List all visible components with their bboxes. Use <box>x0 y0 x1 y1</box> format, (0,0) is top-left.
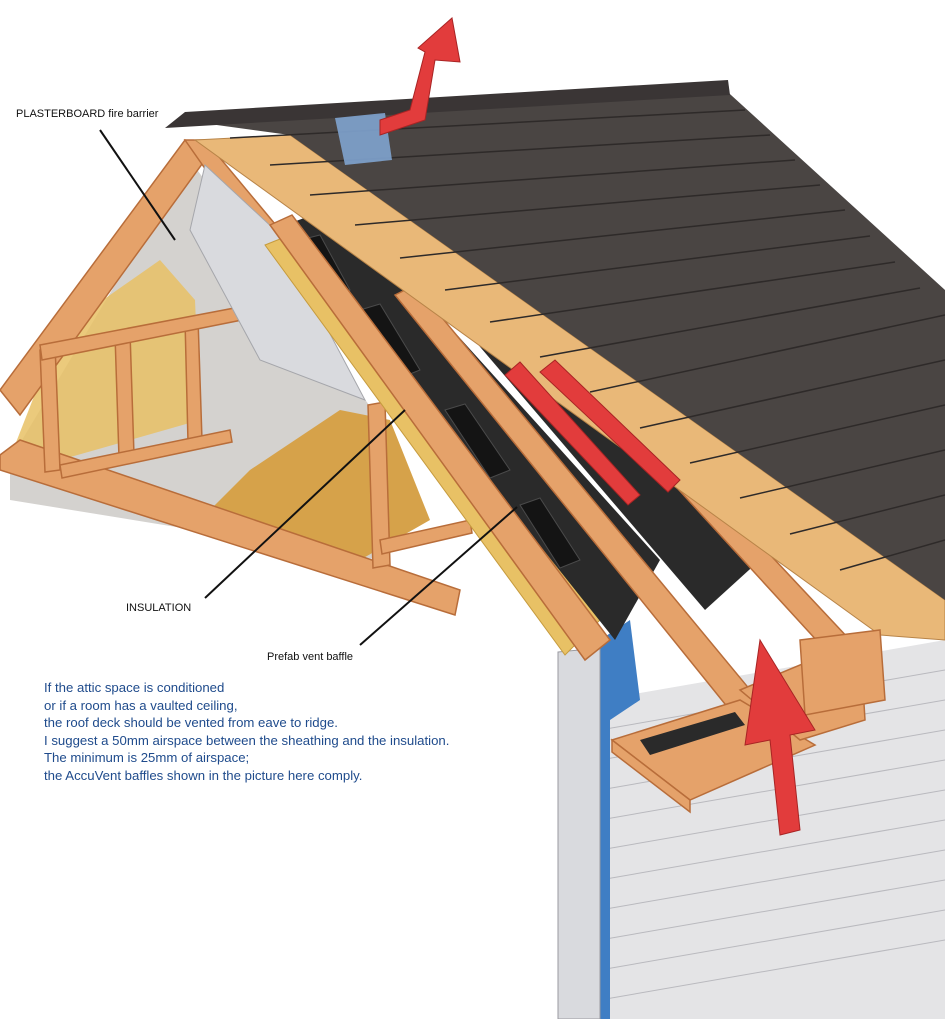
note-line: the roof deck should be vented from eave… <box>44 715 338 731</box>
wall-corner <box>557 647 601 1020</box>
note-line: If the attic space is conditioned <box>44 680 225 695</box>
soffit-vent <box>640 712 745 755</box>
fascia <box>799 629 886 716</box>
airflow-arrow-intake-icon <box>744 638 816 836</box>
house-wrap <box>600 620 640 1019</box>
ridge-cap <box>165 80 730 128</box>
note-line: or if a room has a vaulted ceiling, <box>44 697 238 713</box>
ridge-vent <box>335 113 392 165</box>
note-line: I suggest a 50mm airspace between the sh… <box>44 732 450 748</box>
ventilation-note: If the attic space is conditioned or if … <box>44 679 449 785</box>
plasterboard-label: PLASTERBOARD fire barrier <box>16 108 159 120</box>
insulation-label: INSULATION <box>126 602 192 614</box>
note-line: the AccuVent baffles shown in the pictur… <box>44 767 363 783</box>
airflow-arrow-channel-icon <box>504 361 641 506</box>
roof-shingles <box>180 85 945 600</box>
leader-insulation <box>204 409 406 599</box>
note-line: The minimum is 25mm of airspace; <box>44 750 250 766</box>
leader-plasterboard <box>99 129 176 241</box>
knee-wall-framing <box>367 401 473 569</box>
airflow-arrows <box>379 17 816 836</box>
airflow-arrow-channel-2-icon <box>539 359 681 493</box>
airflow-arrow-exhaust-icon <box>379 17 461 136</box>
gable-wall <box>0 480 560 1019</box>
leader-lines <box>99 129 518 646</box>
leader-baffle <box>359 506 518 646</box>
gable-insulation <box>15 260 200 460</box>
vent-baffle-label: Prefab vent baffle <box>267 651 354 663</box>
plasterboard-slope <box>189 164 367 401</box>
